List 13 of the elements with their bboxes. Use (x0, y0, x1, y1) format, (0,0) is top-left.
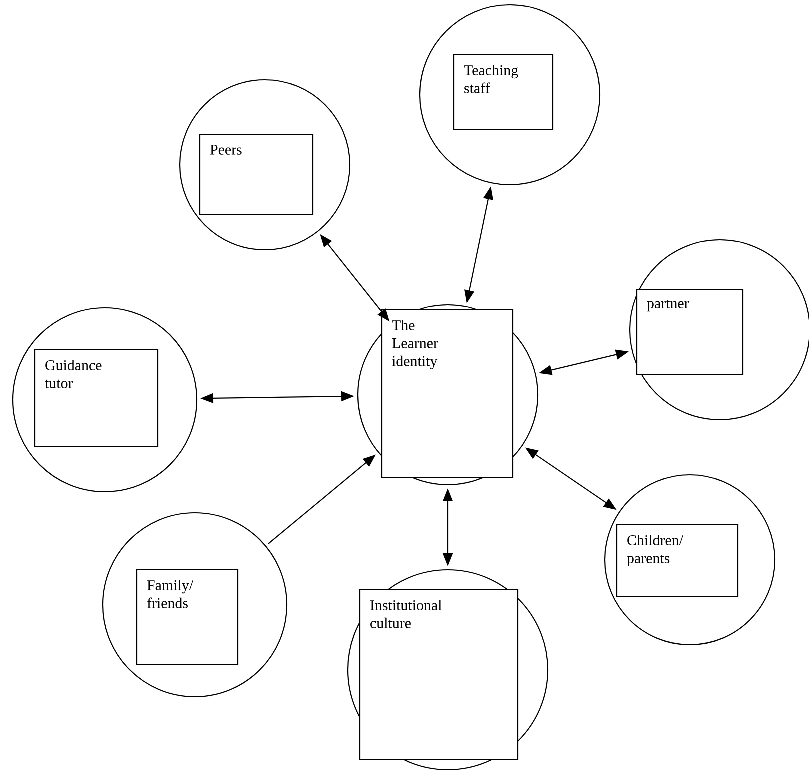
text-box: Guidance tutor (34, 349, 159, 448)
circle (102, 512, 288, 698)
text-box: The Learner identity (381, 309, 514, 479)
text-box: Family/ friends (136, 569, 239, 666)
text-box: Teaching staff (453, 54, 554, 131)
circle (12, 307, 198, 493)
circle (419, 4, 601, 186)
text-box: Peers (199, 134, 314, 216)
text-box: partner (636, 289, 744, 376)
circle (179, 79, 351, 251)
text-box: Children/ parents (616, 524, 739, 598)
circle (604, 474, 776, 646)
text-box: Institutional culture (359, 589, 519, 761)
